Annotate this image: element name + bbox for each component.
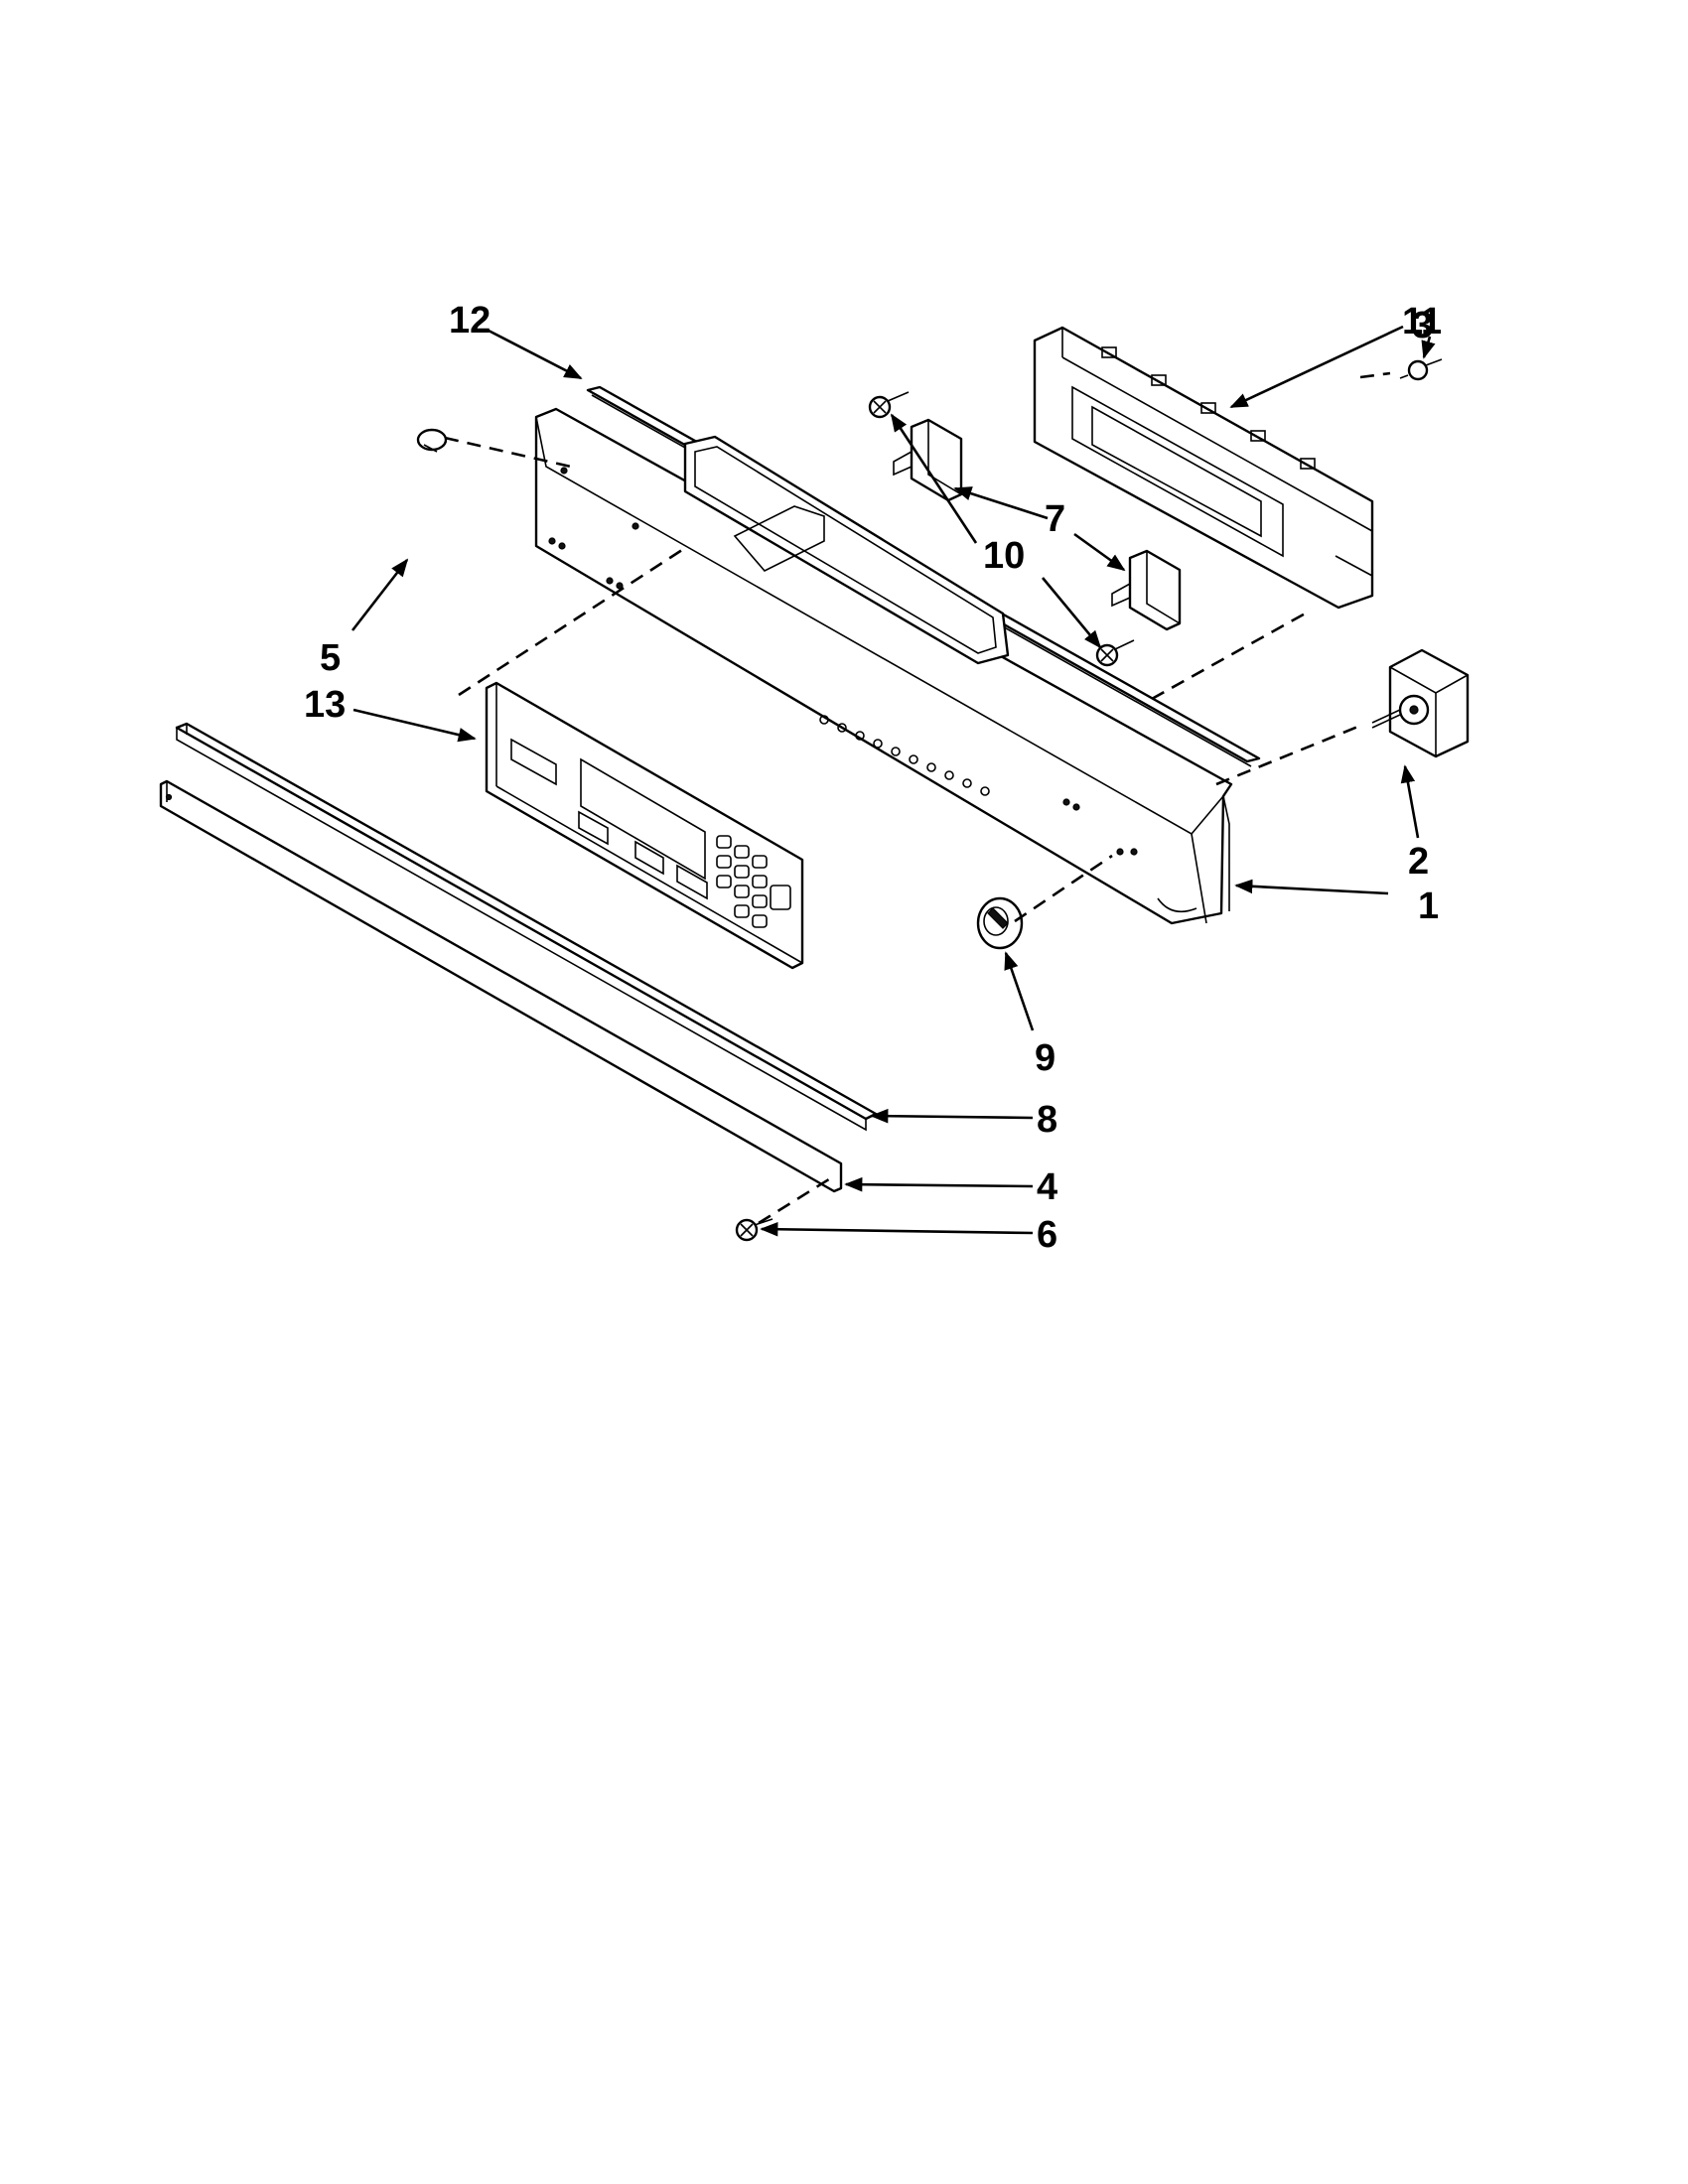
- callout-8: 8: [1037, 1099, 1057, 1141]
- callout-10: 10: [983, 535, 1025, 577]
- callout-11: 11: [1402, 301, 1442, 342]
- callout-5: 5: [320, 637, 341, 679]
- part-10-screw-lower: [1095, 639, 1135, 667]
- callout-6: 6: [1037, 1214, 1057, 1256]
- part-10-screw-upper: [868, 391, 910, 419]
- part-4-lower-trim: [159, 779, 843, 1193]
- part-5-plug: [416, 428, 448, 453]
- callout-13: 13: [304, 684, 346, 726]
- callout-12: 12: [449, 300, 491, 341]
- part-7-bracket-lower: [1111, 549, 1182, 631]
- callout-2: 2: [1408, 841, 1429, 883]
- alignment-lines: [444, 371, 1391, 1225]
- keypad: [716, 835, 791, 928]
- part-13-touch-overlay: [485, 681, 804, 970]
- part-2-selector-switch: [1371, 648, 1470, 758]
- callout-7: 7: [1045, 498, 1065, 540]
- opening-contacts: [819, 715, 990, 796]
- callout-1: 1: [1418, 886, 1439, 927]
- part-11-screw: [1399, 358, 1443, 381]
- callout-9: 9: [1035, 1037, 1055, 1079]
- part-9-knob: [976, 896, 1024, 950]
- callout-labels: 12 3 11 7 10 5 13 2 1 9 8 4 6: [304, 300, 1442, 1256]
- leader-lines: [351, 325, 1436, 1237]
- part-7-bracket-upper: [893, 418, 963, 502]
- part-6-screw: [735, 1218, 774, 1242]
- part-1-control-panel: [534, 407, 1233, 925]
- callout-4: 4: [1037, 1166, 1057, 1208]
- part-3-control-board: [1033, 326, 1374, 610]
- callout-3: 3: [1412, 305, 1433, 346]
